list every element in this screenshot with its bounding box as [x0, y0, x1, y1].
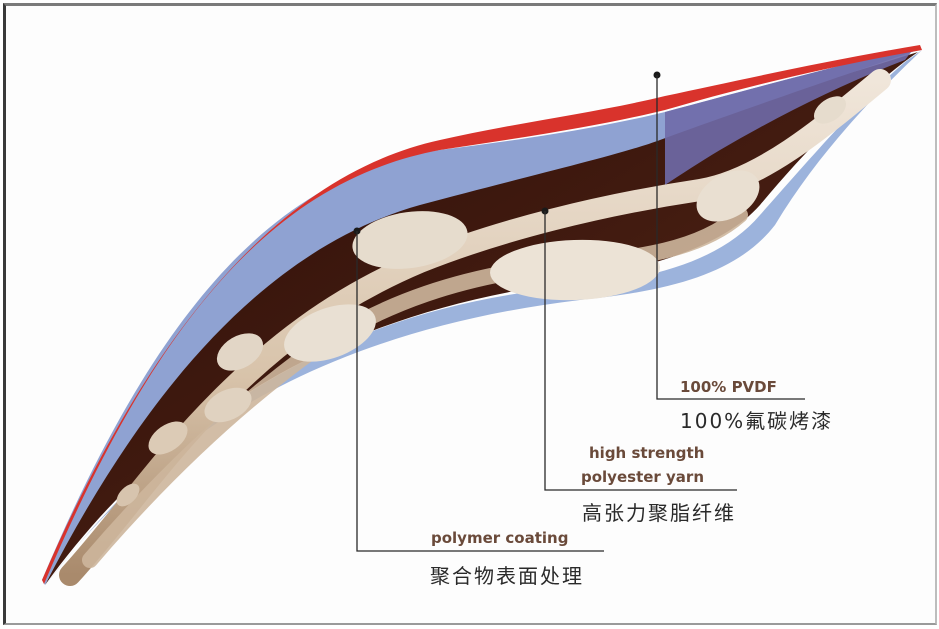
top-coating-layer — [42, 47, 918, 585]
yarn-label-english-line1: high strength — [589, 444, 705, 462]
polyester-yarn-strands — [59, 69, 891, 586]
pvdf-label-english: 100% PVDF — [680, 378, 777, 396]
yarn-label-chinese: 高张力聚脂纤维 — [582, 501, 736, 525]
pvdf-label-chinese: 100%氟碳烤漆 — [680, 409, 834, 433]
coating-label-chinese: 聚合物表面处理 — [430, 564, 584, 588]
yarn-label-english-line2: polyester yarn — [581, 468, 705, 486]
leader-lines — [353, 71, 805, 552]
yarn-leader-line — [544, 211, 737, 491]
coating-side-face — [665, 47, 915, 185]
coating-leader-line — [356, 231, 604, 552]
pvdf-leader-line — [656, 75, 805, 400]
coating-label-english: polymer coating — [431, 529, 569, 547]
